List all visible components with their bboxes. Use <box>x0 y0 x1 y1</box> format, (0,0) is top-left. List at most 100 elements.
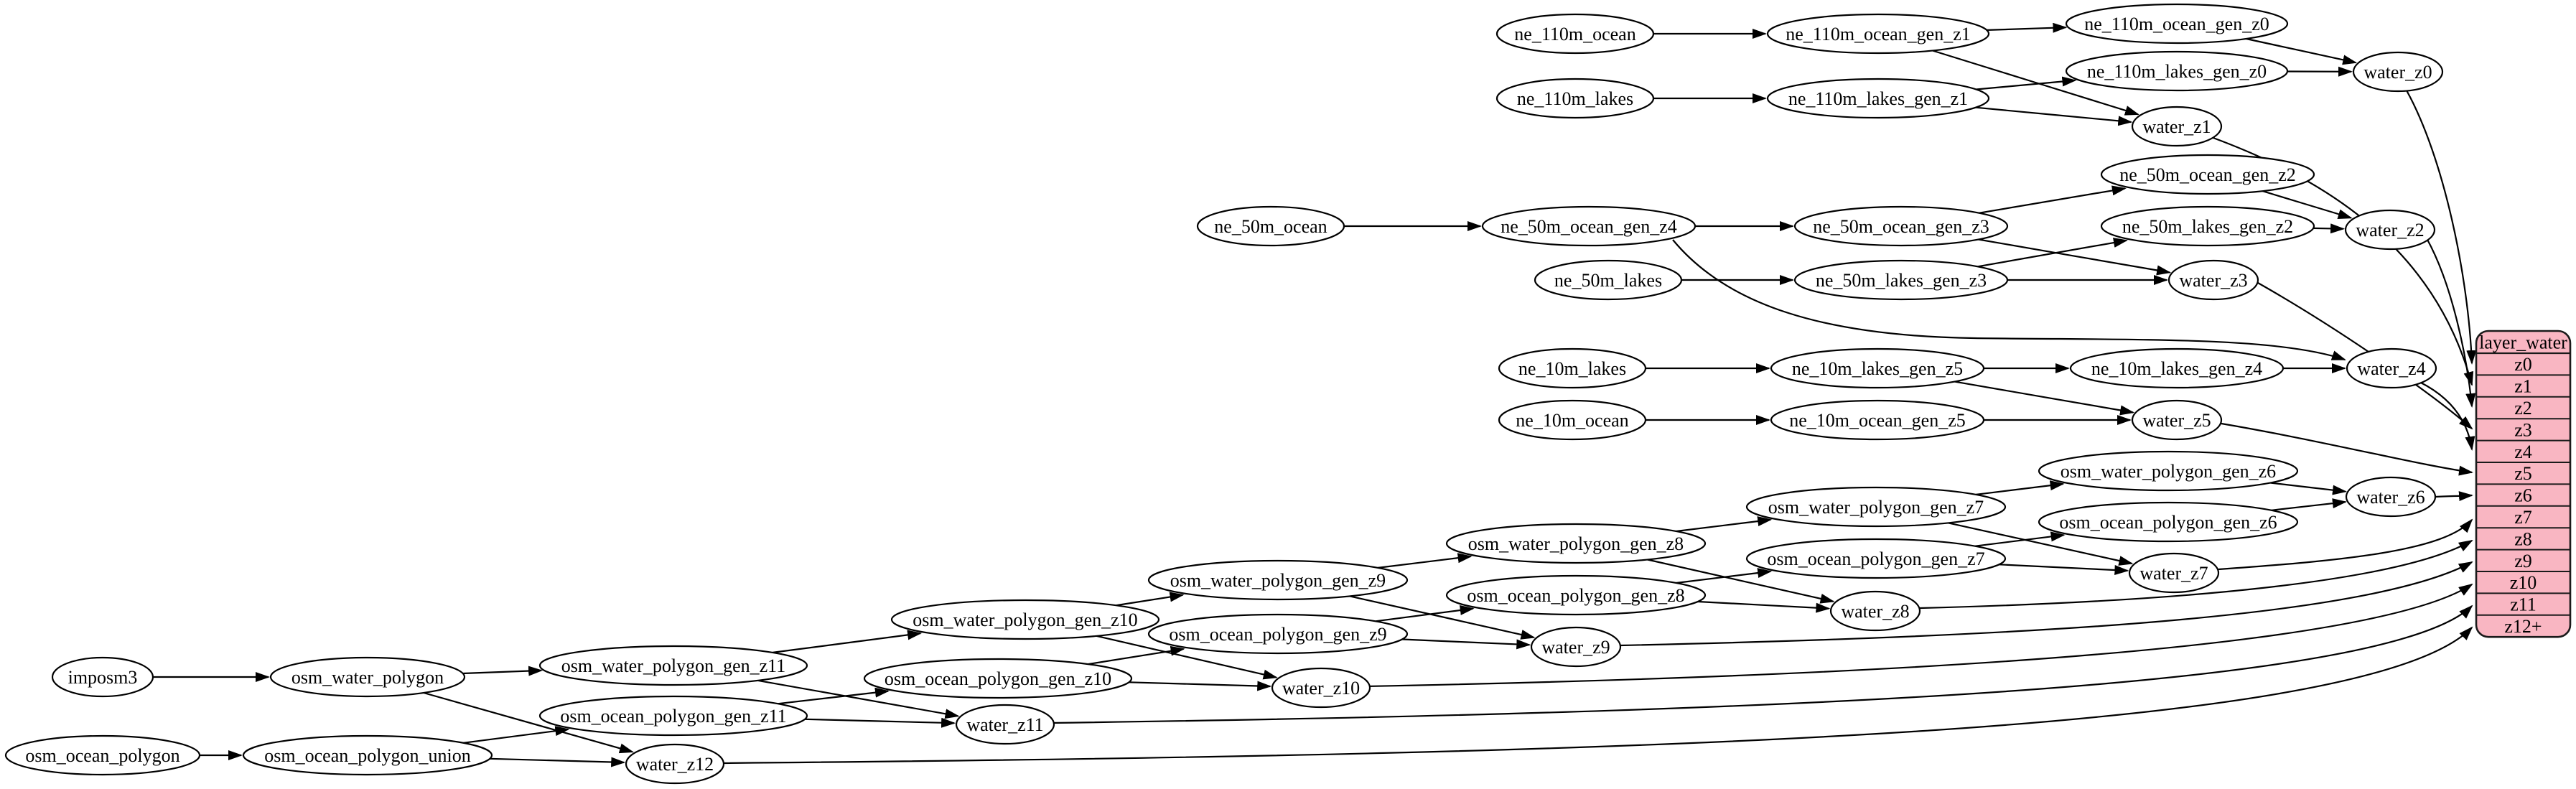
node-label-ne_10m_lakes_gen_z4: ne_10m_lakes_gen_z4 <box>2091 358 2262 379</box>
node-label-ne_110m_lakes_gen_z1: ne_110m_lakes_gen_z1 <box>1788 88 1968 109</box>
node-label-ne_50m_ocean_gen_z3: ne_50m_ocean_gen_z3 <box>1813 216 1989 237</box>
edge-water_z12-to-layer_water-z12+ <box>719 626 2473 765</box>
node-ellipse-ne_10m_ocean_gen_z5 <box>1770 399 1985 441</box>
node-osm_ocean_polygon_gen_z7: osm_ocean_polygon_gen_z7 <box>1745 538 2007 579</box>
node-ellipse-osm_water_polygon_gen_z10 <box>890 599 1160 640</box>
node-ellipse-water_z10 <box>1271 667 1371 709</box>
node-label-osm_ocean_polygon_gen_z10: osm_ocean_polygon_gen_z10 <box>885 668 1111 689</box>
node-ellipse-ne_110m_lakes_gen_z1 <box>1766 78 1990 119</box>
edge-osm_ocean_polygon_gen_z8-to-water_z8 <box>1697 600 1831 613</box>
edge-osm_water_polygon_gen_z9-to-osm_water_polygon_gen_z8 <box>1378 553 1473 569</box>
node-label-water_z6: water_z6 <box>2356 487 2425 508</box>
node-osm_water_polygon_gen_z10: osm_water_polygon_gen_z10 <box>890 599 1160 640</box>
table-row-z5: z5 <box>2514 463 2532 484</box>
edge-osm_ocean_polygon_gen_z11-to-water_z11 <box>805 717 956 728</box>
node-label-ne_50m_lakes: ne_50m_lakes <box>1554 270 1662 291</box>
node-osm_water_polygon_gen_z11: osm_water_polygon_gen_z11 <box>538 645 808 686</box>
edge-osm_water_polygon_gen_z8-to-water_z8 <box>1647 559 1835 604</box>
node-water_z12: water_z12 <box>625 743 725 785</box>
node-ellipse-water_z1 <box>2131 106 2223 147</box>
node-label-ne_10m_ocean_gen_z5: ne_10m_ocean_gen_z5 <box>1789 410 1965 431</box>
edge-osm_water_polygon_gen_z11-to-osm_water_polygon_gen_z10 <box>773 630 923 653</box>
node-label-water_z0: water_z0 <box>2363 62 2432 83</box>
node-ellipse-water_z4 <box>2346 347 2437 389</box>
node-ellipse-water_z3 <box>2167 259 2259 301</box>
node-ellipse-ne_110m_ocean_gen_z1 <box>1766 13 1990 55</box>
node-ellipse-osm_water_polygon_gen_z8 <box>1445 523 1707 564</box>
node-label-osm_ocean_polygon_gen_z6: osm_ocean_polygon_gen_z6 <box>2059 512 2277 533</box>
edge-osm_water_polygon_gen_z8-to-osm_water_polygon_gen_z7 <box>1676 516 1773 533</box>
node-ne_50m_lakes_gen_z3: ne_50m_lakes_gen_z3 <box>1793 259 2009 301</box>
layer-water-table: layer_waterz0z1z2z3z4z5z6z7z8z9z10z11z12… <box>2475 330 2572 638</box>
node-label-water_z3: water_z3 <box>2179 270 2247 291</box>
node-label-water_z2: water_z2 <box>2356 220 2424 241</box>
node-ellipse-imposm3 <box>51 656 154 698</box>
node-water_z9: water_z9 <box>1530 626 1622 668</box>
node-label-osm_water_polygon_gen_z6: osm_water_polygon_gen_z6 <box>2061 461 2276 482</box>
edge-ne_110m_lakes_gen_z1-to-water_z1 <box>1975 106 2133 126</box>
edge-ne_50m_ocean_gen_z3-to-water_z3 <box>1978 238 2172 276</box>
node-ellipse-osm_ocean_polygon_gen_z9 <box>1147 613 1409 655</box>
node-ellipse-osm_ocean_polygon_gen_z7 <box>1745 538 2007 579</box>
edge-osm_water_polygon_gen_z7-to-osm_water_polygon_gen_z6 <box>1976 480 2065 495</box>
table-row-z9: z9 <box>2514 551 2532 571</box>
edge-ne_50m_ocean_gen_z3-to-ne_50m_ocean_gen_z2 <box>1979 185 2127 214</box>
node-label-water_z9: water_z9 <box>1541 637 1610 658</box>
node-water_z4: water_z4 <box>2346 347 2437 389</box>
node-ellipse-water_z6 <box>2345 476 2437 518</box>
node-osm_ocean_polygon_union: osm_ocean_polygon_union <box>242 734 493 776</box>
node-ellipse-water_z9 <box>1530 626 1622 668</box>
edge-osm_ocean_polygon_union-to-osm_ocean_polygon_gen_z11 <box>463 726 570 744</box>
edge-water_z4-to-layer_water-z4 <box>2419 381 2475 451</box>
edge-water_z5-to-layer_water-z5 <box>2221 422 2473 476</box>
edge-water_z8-to-layer_water-z8 <box>1919 540 2473 610</box>
node-ellipse-ne_50m_ocean <box>1196 205 1345 247</box>
node-label-ne_10m_lakes_gen_z5: ne_10m_lakes_gen_z5 <box>1792 358 1963 379</box>
edge-ne_110m_ocean_gen_z0-to-water_z0 <box>2246 37 2358 65</box>
table-row-z4: z4 <box>2514 442 2532 462</box>
node-ellipse-water_z0 <box>2352 51 2444 93</box>
edge-ne_110m_ocean_gen_z1-to-water_z1 <box>1932 50 2139 116</box>
node-ne_10m_ocean_gen_z5: ne_10m_ocean_gen_z5 <box>1770 399 1985 441</box>
table-row-z3: z3 <box>2514 419 2532 440</box>
node-label-osm_water_polygon: osm_water_polygon <box>291 667 444 688</box>
edge-osm_water_polygon_gen_z11-to-water_z11 <box>757 679 960 719</box>
node-water_z6: water_z6 <box>2345 476 2437 518</box>
node-label-ne_50m_ocean_gen_z4: ne_50m_ocean_gen_z4 <box>1501 216 1676 237</box>
node-label-ne_10m_ocean: ne_10m_ocean <box>1516 410 1628 431</box>
node-ne_10m_lakes_gen_z4: ne_10m_lakes_gen_z4 <box>2069 347 2285 389</box>
node-water_z5: water_z5 <box>2131 399 2223 441</box>
node-osm_water_polygon_gen_z9: osm_water_polygon_gen_z9 <box>1147 559 1409 601</box>
node-ellipse-ne_50m_lakes_gen_z2 <box>2100 205 2315 247</box>
edge-water_z9-to-layer_water-z9 <box>1620 561 2473 647</box>
table-row-z10: z10 <box>2510 572 2537 593</box>
node-water_z10: water_z10 <box>1271 667 1371 709</box>
node-label-osm_ocean_polygon_gen_z8: osm_ocean_polygon_gen_z8 <box>1467 585 1684 606</box>
node-osm_ocean_polygon_gen_z10: osm_ocean_polygon_gen_z10 <box>863 658 1133 699</box>
node-label-ne_50m_lakes_gen_z3: ne_50m_lakes_gen_z3 <box>1816 270 1987 291</box>
node-osm_water_polygon: osm_water_polygon <box>269 656 466 698</box>
node-label-ne_50m_lakes_gen_z2: ne_50m_lakes_gen_z2 <box>2122 216 2293 237</box>
node-label-ne_10m_lakes: ne_10m_lakes <box>1518 358 1626 379</box>
table-row-z7: z7 <box>2514 507 2532 528</box>
node-ne_10m_lakes_gen_z5: ne_10m_lakes_gen_z5 <box>1770 347 1985 389</box>
edge-ne_50m_lakes_gen_z2-to-water_z2 <box>2313 223 2346 234</box>
node-ellipse-ne_110m_lakes_gen_z0 <box>2065 50 2289 92</box>
edge-water_z0-to-layer_water-z0 <box>2406 90 2477 365</box>
edge-osm_ocean_polygon_gen_z8-to-osm_ocean_polygon_gen_z7 <box>1676 568 1773 584</box>
edge-water_z2-to-layer_water-z2 <box>2426 238 2476 408</box>
edge-ne_50m_ocean_gen_z2-to-water_z2 <box>2262 190 2353 220</box>
edge-osm_ocean_polygon_gen_z9-to-osm_ocean_polygon_gen_z8 <box>1375 605 1475 622</box>
node-label-osm_ocean_polygon_union: osm_ocean_polygon_union <box>264 745 470 766</box>
node-ne_50m_ocean: ne_50m_ocean <box>1196 205 1345 247</box>
node-label-water_z1: water_z1 <box>2142 116 2211 137</box>
node-label-ne_50m_ocean_gen_z2: ne_50m_ocean_gen_z2 <box>2119 164 2295 185</box>
edge-osm_water_polygon-to-osm_water_polygon_gen_z11 <box>462 666 543 676</box>
node-ne_50m_lakes: ne_50m_lakes <box>1534 259 1683 301</box>
node-ne_110m_lakes_gen_z1: ne_110m_lakes_gen_z1 <box>1766 78 1990 119</box>
node-osm_ocean_polygon_gen_z11: osm_ocean_polygon_gen_z11 <box>538 695 808 737</box>
node-ne_110m_lakes: ne_110m_lakes <box>1495 78 1655 119</box>
node-ellipse-water_z7 <box>2128 552 2220 594</box>
